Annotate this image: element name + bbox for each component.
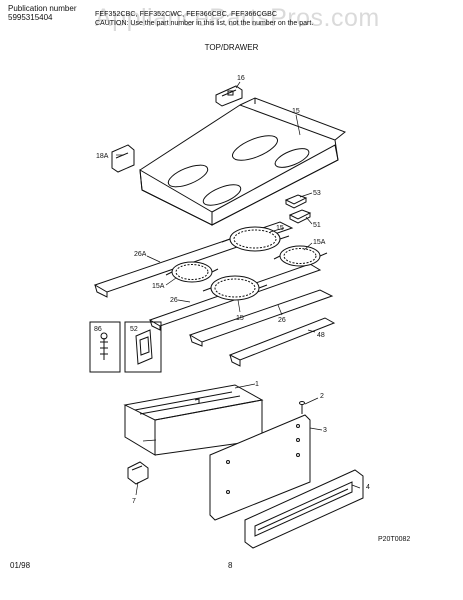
callout-1: 1 [255,381,259,388]
footer-date: 01/98 [10,561,31,570]
hinge-bracket-16 [215,85,243,107]
radiant-element-15-rear [221,226,290,252]
callout-15-front: 15 [236,315,244,322]
callout-15-cooktop: 15 [292,108,300,115]
drawer-glide-7 [127,461,149,485]
caution-note: CAUTION: Use the part number in this lis… [95,20,314,27]
callout-53: 53 [313,190,321,197]
callout-15a-right: 15A [313,239,326,246]
model-list: FEF352CBC, FEF352CWC, FEF366CBC, FEF366C… [95,11,278,18]
callout-15-rear: 15 [276,225,284,232]
radiant-element-15a-left [165,261,219,283]
inset-box-52 [124,321,162,373]
radiant-element-15a-right [273,245,328,267]
callout-15a-left: 15A [152,283,165,290]
screw-2 [299,401,305,414]
radiant-element-15-front [202,275,268,301]
drawer-panel-4 [244,469,364,549]
drawer-front-3 [209,414,311,521]
receptacle-51 [288,209,312,224]
cooktop-panel [139,97,346,226]
callout-26-upper: 26 [170,297,178,304]
callout-labels: 16 15 18A 53 51 15 15A 26A 15A 26 15 26 … [94,75,370,505]
callout-7: 7 [132,498,136,505]
callout-4: 4 [366,484,370,491]
publication-info: Publication number 5995315404 [8,5,76,22]
callout-51: 51 [313,222,321,229]
drawer-box-1 [123,384,264,456]
trim-48 [228,317,336,367]
leader-lines [116,81,361,496]
terminal-block-53 [284,194,308,209]
watermark: AppliancePartsPros.com [95,4,380,32]
footer-page-number: 8 [228,561,233,570]
callout-18a: 18A [96,153,109,160]
callout-3: 3 [323,427,327,434]
burner-rail-26-lower [188,289,334,347]
callout-48: 48 [317,332,325,339]
callout-2: 2 [320,393,324,400]
callout-26a: 26A [134,251,147,258]
callout-52: 52 [130,326,138,333]
bracket-18a [111,144,135,173]
publication-label: Publication number [8,4,77,13]
callout-16: 16 [237,75,245,82]
inset-box-86 [89,321,121,373]
diagram-code: P20T0082 [378,536,411,543]
publication-number: 5995315404 [8,13,53,22]
callout-86: 86 [94,326,102,333]
section-title: TOP/DRAWER [204,43,259,52]
callout-26-lower: 26 [278,317,286,324]
